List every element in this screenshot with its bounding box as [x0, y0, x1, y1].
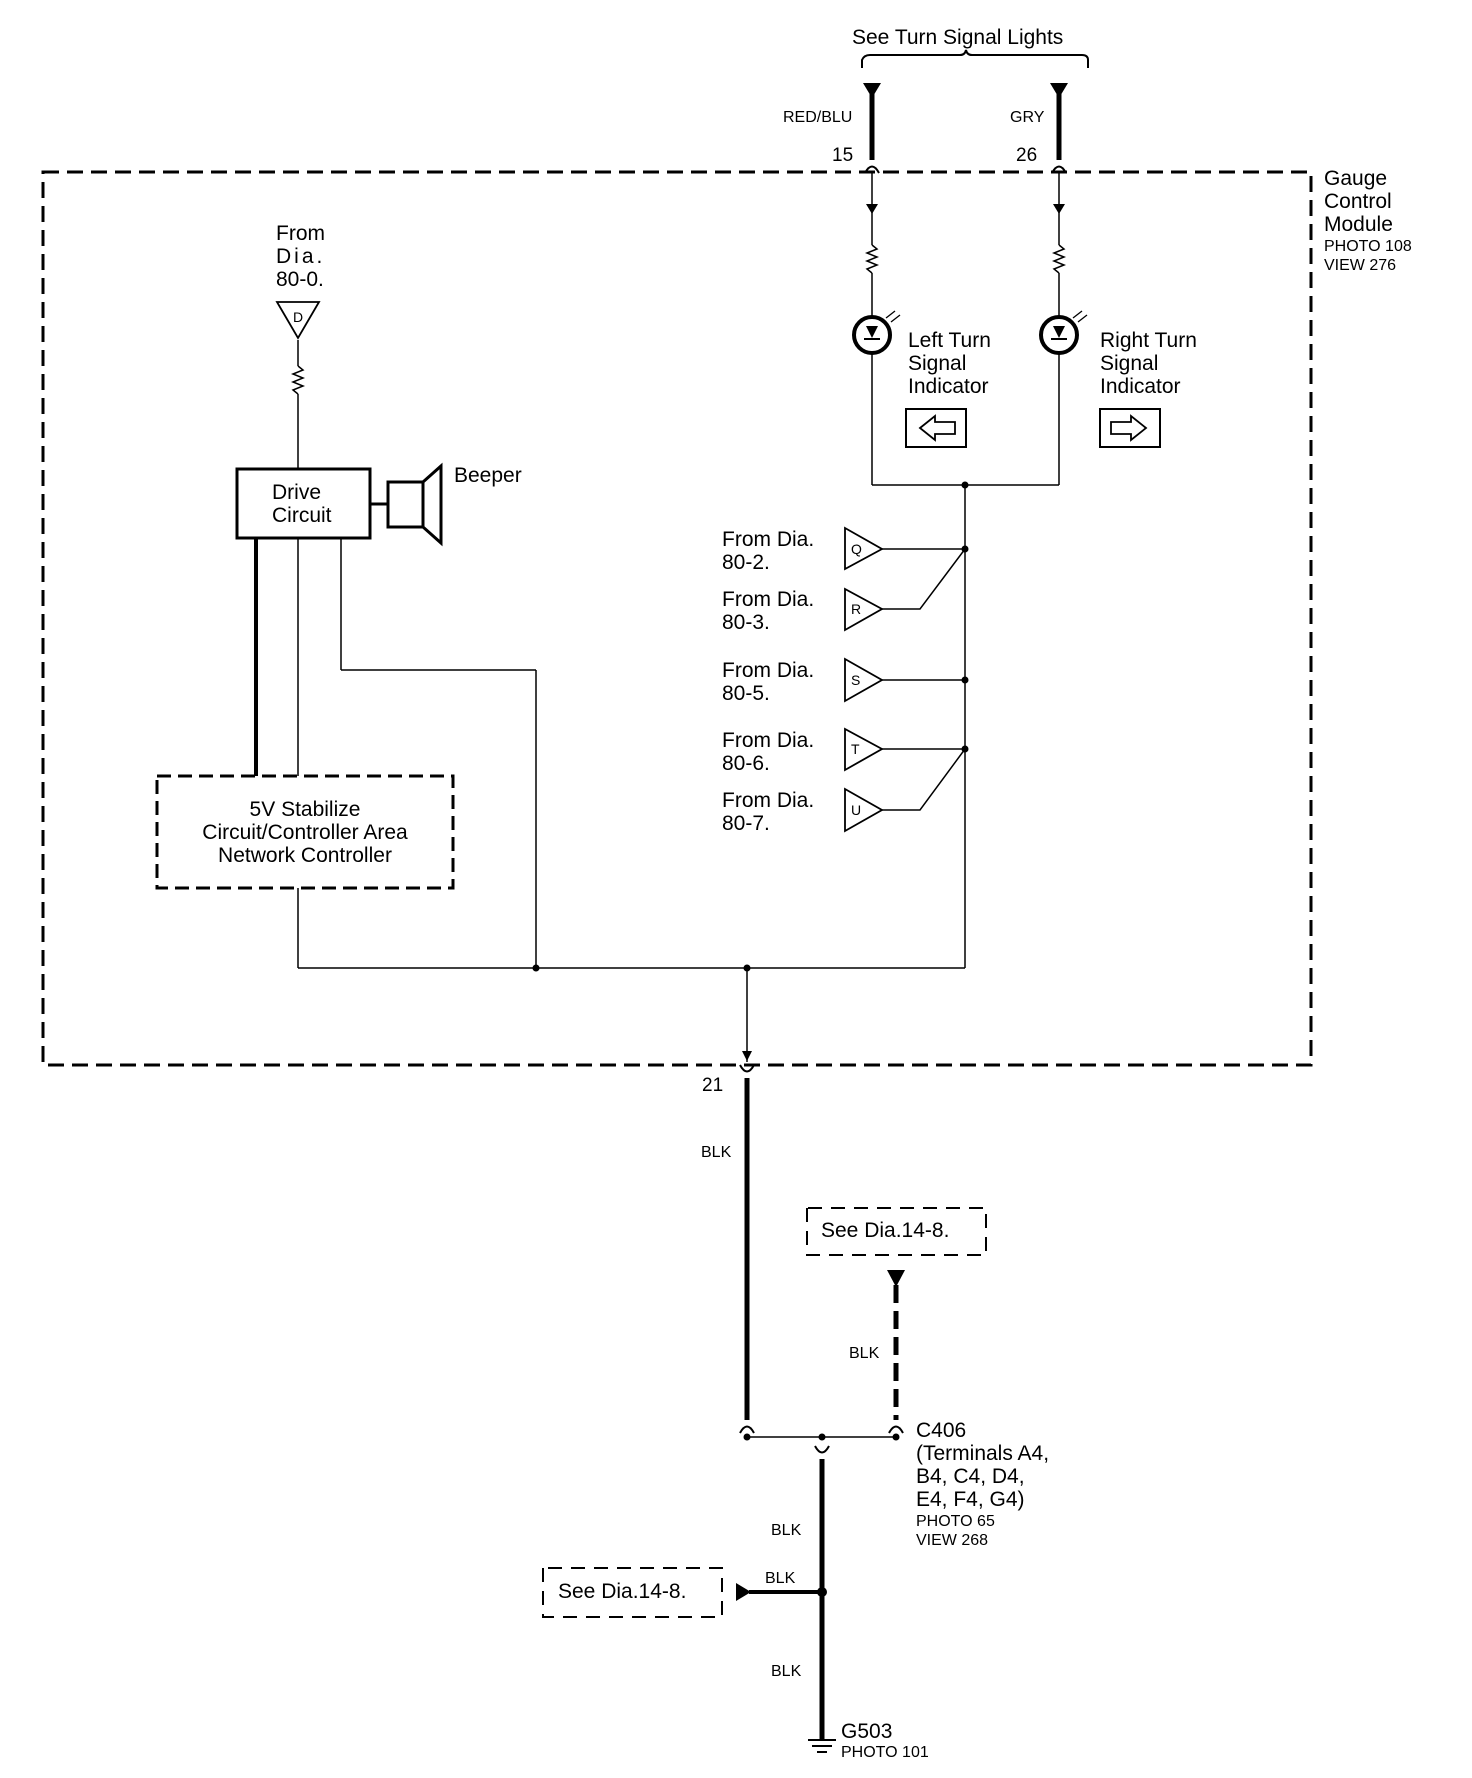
- left-indicator-line2: Signal: [908, 352, 966, 375]
- wire-label-gry: GRY: [1010, 109, 1045, 126]
- left-indicator-line1: Left Turn: [908, 329, 991, 352]
- left-arrow-icon: [905, 408, 967, 448]
- pin-21-label: 21: [702, 1075, 723, 1096]
- module-photo: PHOTO 108: [1324, 238, 1412, 255]
- arrow-red-blu: [863, 83, 881, 98]
- pin-21-terminal: [739, 1064, 755, 1073]
- module-name-2: Control: [1324, 190, 1392, 213]
- drive-circuit-line1: Drive: [272, 481, 321, 504]
- input-d-letter: D: [293, 309, 303, 325]
- resistor-d: [290, 365, 306, 395]
- ground-name: G503: [841, 1720, 892, 1743]
- input-d-triangle: [275, 301, 321, 340]
- stabilizer-line3: Network Controller: [218, 844, 392, 867]
- right-indicator-line1: Right Turn: [1100, 329, 1197, 352]
- wire-label-red-blu: RED/BLU: [783, 109, 852, 126]
- arrow-gry: [1050, 83, 1068, 98]
- stabilizer-box: [155, 774, 455, 890]
- input-t-line2: 80-6.: [722, 752, 770, 775]
- module-name-3: Module: [1324, 213, 1393, 236]
- input-q-triangle: [844, 526, 884, 571]
- header-title: See Turn Signal Lights: [852, 26, 1063, 49]
- from-d-line3: 80-0.: [276, 268, 324, 291]
- right-light-rays: [1072, 310, 1088, 323]
- input-r-line1: From Dia.: [722, 588, 814, 611]
- left-indicator-line3: Indicator: [908, 375, 989, 398]
- input-s-line2: 80-5.: [722, 682, 770, 705]
- pin-15-terminal: [864, 165, 880, 174]
- left-light-rays: [885, 310, 901, 323]
- pin-26-label: 26: [1016, 145, 1037, 166]
- input-u-line1: From Dia.: [722, 789, 814, 812]
- see-dia-upper-bracket: [806, 1207, 987, 1256]
- right-indicator-line3: Indicator: [1100, 375, 1181, 398]
- drive-circuit-line2: Circuit: [272, 504, 332, 527]
- module-view: VIEW 276: [1324, 257, 1396, 274]
- wire-label-blk-lower: BLK: [771, 1522, 802, 1539]
- connector-view: VIEW 268: [916, 1532, 988, 1549]
- input-u-triangle: [844, 787, 884, 833]
- wire-label-blk-side: BLK: [849, 1345, 880, 1362]
- input-u-line2: 80-7.: [722, 812, 770, 835]
- wire-label-blk-main: BLK: [701, 1144, 732, 1161]
- arrow-blk-upper: [887, 1270, 905, 1287]
- input-t-letter: T: [851, 741, 860, 757]
- stabilizer-line2: Circuit/Controller Area: [202, 821, 408, 844]
- input-s-triangle: [844, 657, 884, 703]
- right-arrow-icon: [1099, 408, 1161, 448]
- see-dia-lower-bracket: [542, 1567, 723, 1618]
- connector-line1: C406: [916, 1419, 966, 1442]
- arrow-blk-lower: [736, 1583, 751, 1601]
- input-s-line1: From Dia.: [722, 659, 814, 682]
- input-r-line2: 80-3.: [722, 611, 770, 634]
- input-q-letter: Q: [851, 541, 862, 557]
- connector-photo: PHOTO 65: [916, 1513, 995, 1530]
- see-dia-lower-label: See Dia.14-8.: [558, 1580, 686, 1603]
- pin-26-terminal: [1051, 165, 1067, 174]
- resistor-right: [1051, 244, 1067, 274]
- from-d-line1: From: [276, 222, 325, 245]
- pin-15-label: 15: [832, 145, 853, 166]
- input-u-letter: U: [851, 802, 861, 818]
- input-t-triangle: [844, 727, 884, 772]
- gauge-control-module-boundary: [41, 170, 1313, 1067]
- connector-line2: (Terminals A4,: [916, 1442, 1049, 1465]
- connector-line3: B4, C4, D4,: [916, 1465, 1025, 1488]
- right-indicator-line2: Signal: [1100, 352, 1158, 375]
- see-dia-upper-label: See Dia.14-8.: [821, 1219, 949, 1242]
- header-bracket: [861, 49, 1089, 68]
- resistor-left: [864, 244, 880, 274]
- beeper-icon: [370, 462, 443, 547]
- input-q-line2: 80-2.: [722, 551, 770, 574]
- wire-label-blk-branch: BLK: [765, 1570, 796, 1587]
- input-s-letter: S: [851, 672, 860, 688]
- connector-line4: E4, F4, G4): [916, 1488, 1025, 1511]
- beeper-label: Beeper: [454, 464, 522, 487]
- input-r-triangle: [844, 587, 884, 632]
- input-q-line1: From Dia.: [722, 528, 814, 551]
- input-r-letter: R: [851, 601, 861, 617]
- wire-label-blk-bottom: BLK: [771, 1663, 802, 1680]
- ground-photo: PHOTO 101: [841, 1744, 929, 1761]
- from-d-line2: Dia.: [276, 245, 325, 268]
- ground-icon: [808, 1739, 836, 1753]
- stabilizer-line1: 5V Stabilize: [250, 798, 361, 821]
- input-t-line1: From Dia.: [722, 729, 814, 752]
- module-name-1: Gauge: [1324, 167, 1387, 190]
